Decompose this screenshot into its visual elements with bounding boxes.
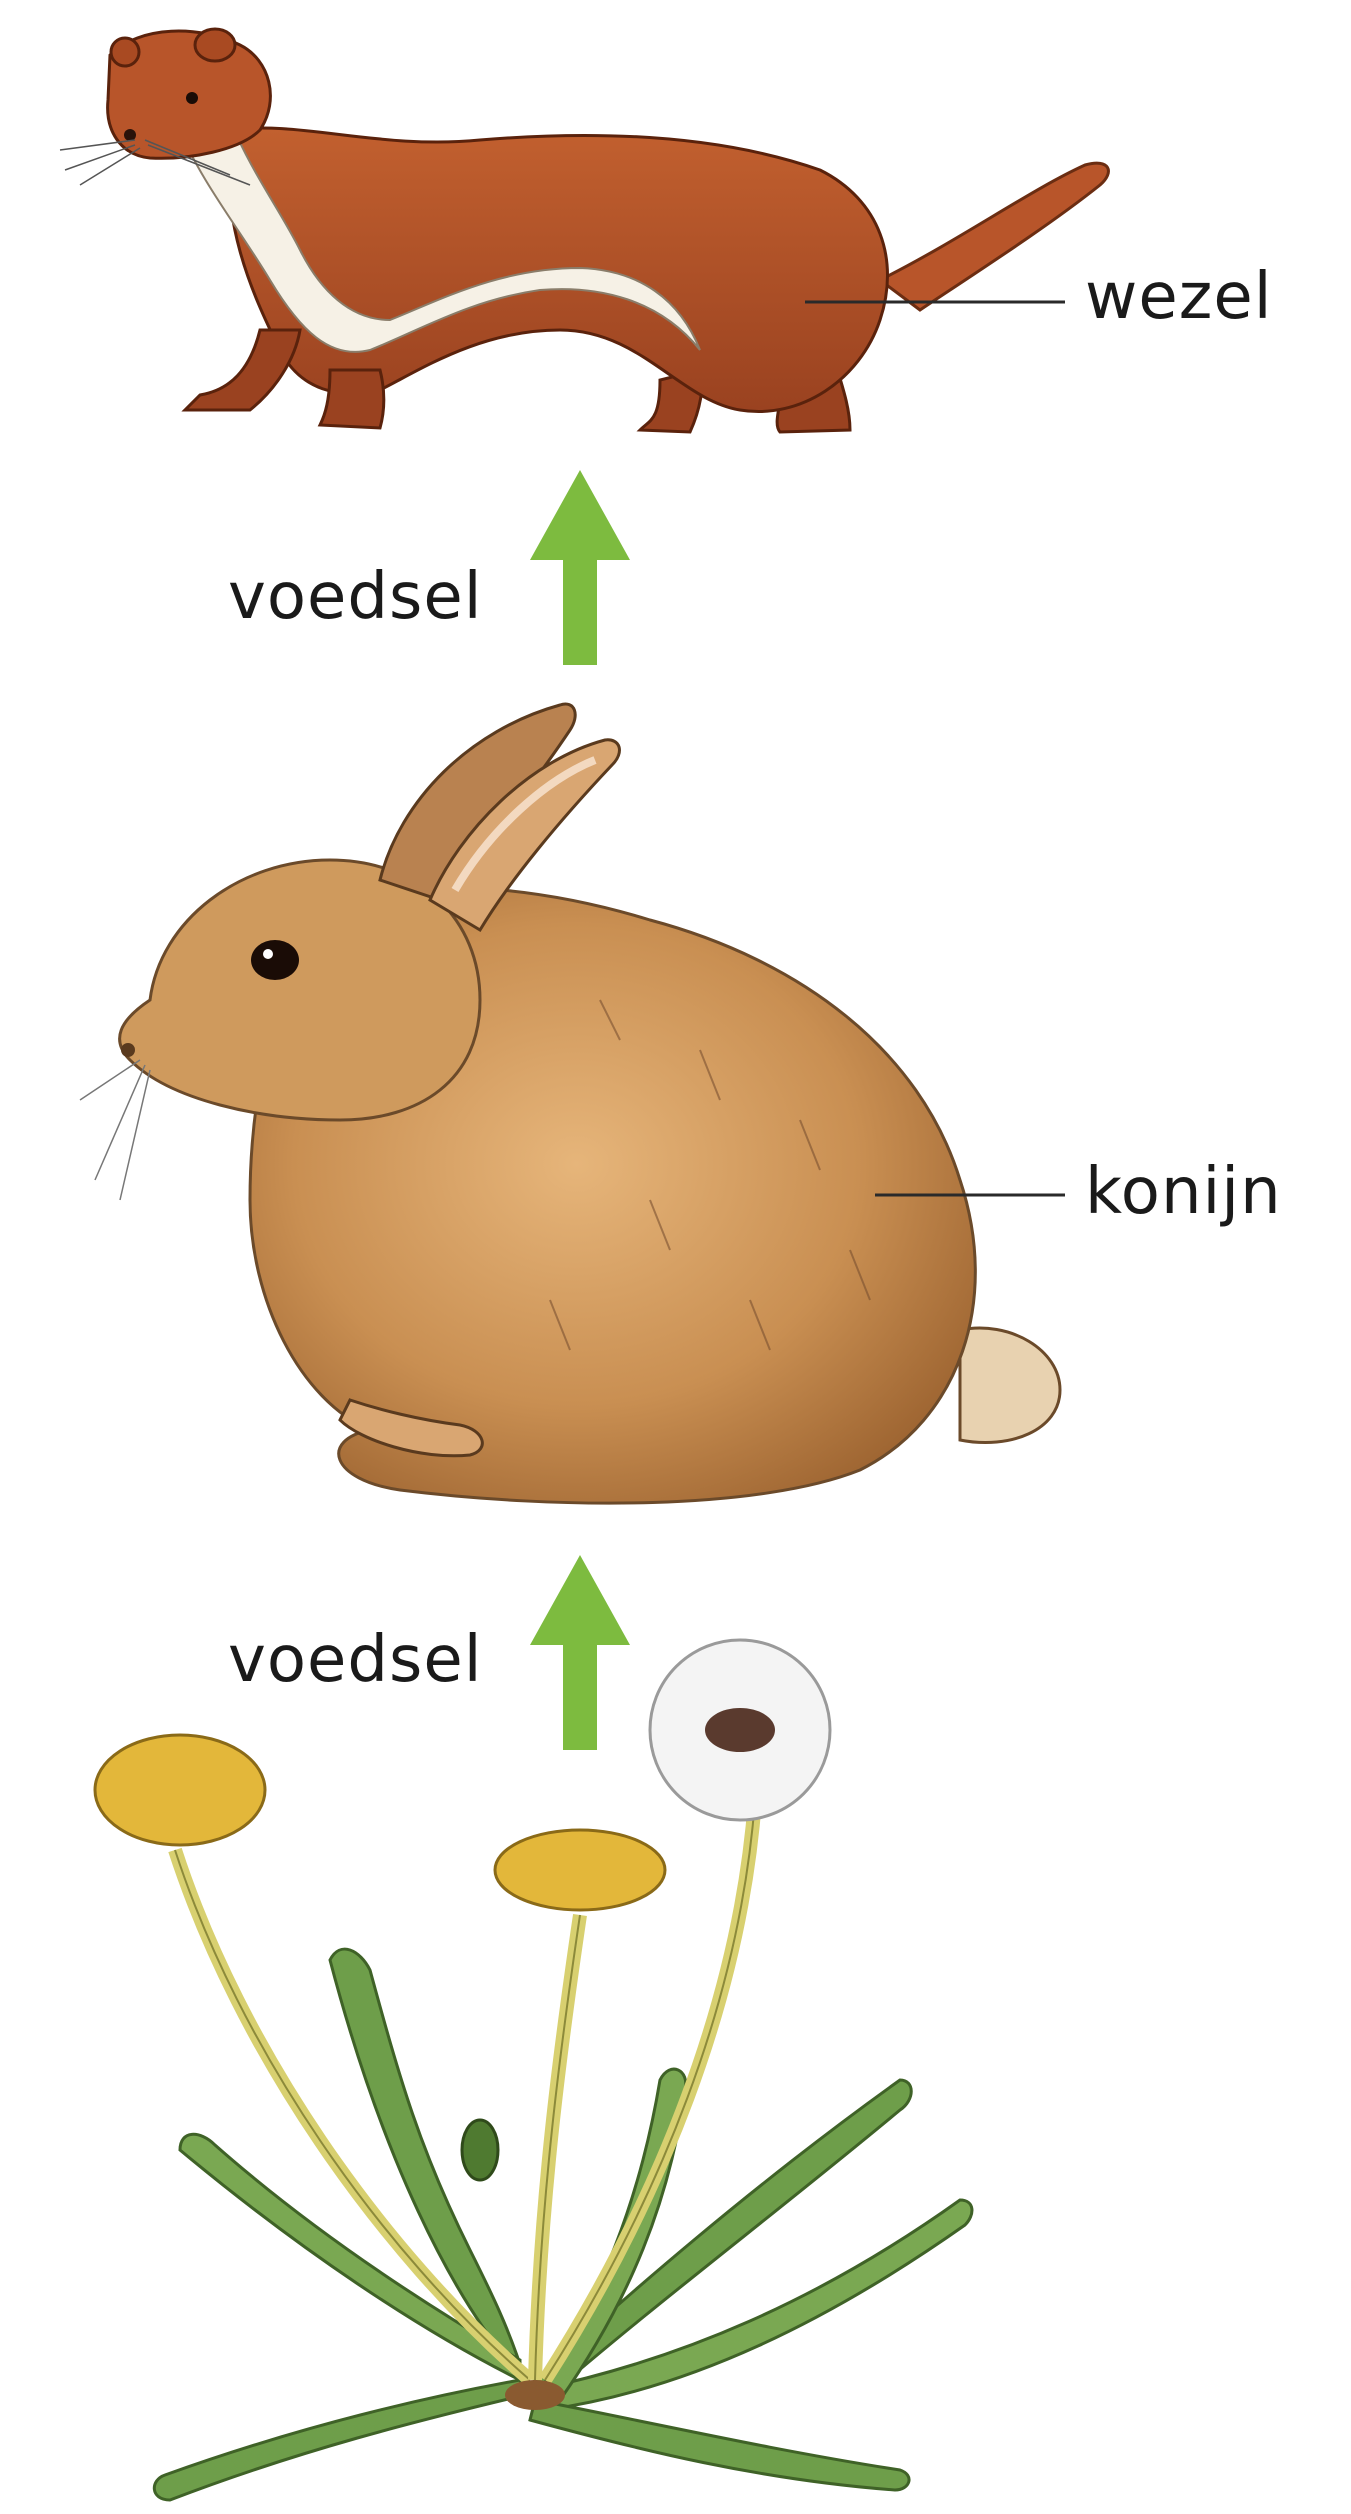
weasel-label: wezel [1085, 265, 1272, 329]
food-arrow-dandelion-to-rabbit [530, 1555, 630, 1750]
rabbit-label: konijn [1085, 1160, 1282, 1224]
dandelion-illustration [95, 1640, 972, 2500]
weasel-illustration [60, 29, 1108, 432]
food-arrow-label-lower: voedsel [228, 1628, 483, 1692]
rabbit-illustration [80, 704, 1065, 1503]
food-arrow-rabbit-to-weasel [530, 470, 630, 665]
food-arrow-label-upper: voedsel [228, 565, 483, 629]
